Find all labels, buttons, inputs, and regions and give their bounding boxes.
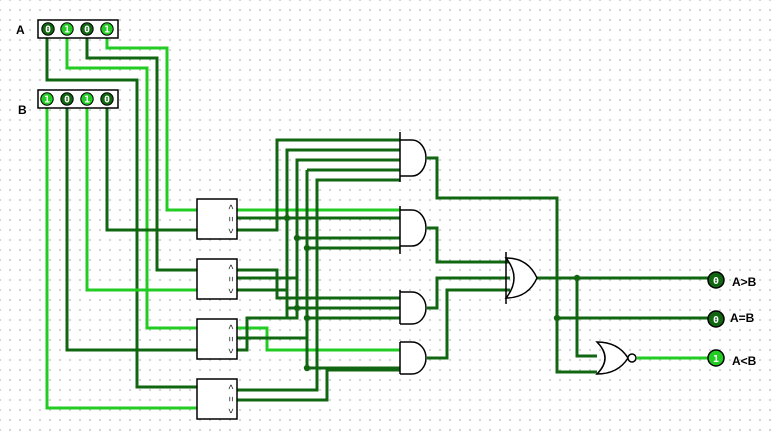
input-a-bit-value: 1 xyxy=(104,25,110,36)
comparator-gt: > xyxy=(226,204,236,209)
comparator-body xyxy=(196,318,238,360)
input-a-bit-2[interactable]: 0 xyxy=(80,22,94,36)
input-b-bit-value: 1 xyxy=(44,95,50,106)
comparator-body xyxy=(196,198,238,240)
input-b-label: B xyxy=(18,103,27,117)
wire-c2-gt xyxy=(237,268,400,300)
comparator-gt: > xyxy=(226,384,236,389)
output-lt-value: 1 xyxy=(713,354,719,365)
input-a-pin xyxy=(100,22,114,36)
input-a-box xyxy=(37,19,119,39)
output-lt-label: A<B xyxy=(732,354,757,368)
comparator-eq: = xyxy=(226,216,236,221)
output-eq-label: A=B xyxy=(730,311,755,325)
comparator-body xyxy=(196,378,238,420)
wire-a0 xyxy=(45,38,197,389)
comparator-lt: < xyxy=(226,288,236,293)
nor-gate-bubble xyxy=(627,353,637,363)
comparator-4[interactable]: < = > xyxy=(196,378,238,420)
junction-dot xyxy=(293,234,301,242)
wire-b1 xyxy=(65,108,197,352)
wire-b0 xyxy=(45,108,197,410)
comparator-lt: < xyxy=(226,348,236,353)
input-b-bit-value: 0 xyxy=(64,95,70,106)
comparator-3[interactable]: < = > xyxy=(196,318,238,360)
output-lt: 1 A<B xyxy=(707,349,757,368)
input-b-bit-0[interactable]: 1 xyxy=(40,92,54,106)
input-a: A 0 1 0 1 xyxy=(16,19,119,39)
wire-a2 xyxy=(85,38,197,272)
wire-and3-out xyxy=(427,276,510,310)
junction-dot xyxy=(283,214,291,222)
input-a-label: A xyxy=(16,23,25,37)
input-b-box xyxy=(37,89,119,109)
comparator-body xyxy=(196,258,238,300)
input-b: B 1 0 1 0 xyxy=(18,89,119,117)
junction-dot xyxy=(553,314,561,322)
input-a-pin xyxy=(41,22,55,36)
input-b-pin xyxy=(40,92,54,106)
or-gate[interactable] xyxy=(504,257,538,299)
output-eq-value: 0 xyxy=(713,315,719,326)
comparator-lt: < xyxy=(226,228,236,233)
junction-dot xyxy=(573,274,581,282)
input-b-bit-1[interactable]: 0 xyxy=(60,92,74,106)
wire-c4-lt xyxy=(237,368,400,402)
comparator-gt: > xyxy=(226,324,236,329)
wire-a3 xyxy=(105,38,197,212)
input-b-bit-2[interactable]: 1 xyxy=(80,92,94,106)
output-gt-label: A>B xyxy=(732,275,757,289)
and-gate-1[interactable] xyxy=(399,132,427,182)
wire-b3 xyxy=(105,108,197,232)
wire-b2 xyxy=(85,108,197,292)
wire-a1 xyxy=(65,38,197,330)
comparator-1[interactable]: < = > xyxy=(196,198,238,240)
wire-or-to-nor xyxy=(575,278,597,358)
output-gt-value: 0 xyxy=(713,276,719,287)
junction-dot xyxy=(303,314,311,322)
comparator-eq: = xyxy=(226,276,236,281)
output-eq: 0 A=B xyxy=(707,310,755,328)
junctions xyxy=(283,214,581,372)
input-b-pin xyxy=(100,92,114,106)
output-led xyxy=(707,271,725,289)
and-gate-2[interactable] xyxy=(399,206,427,254)
wire-c1-lt xyxy=(237,138,400,232)
input-a-bit-value: 1 xyxy=(64,25,70,36)
input-a-bit-value: 0 xyxy=(45,25,51,36)
comparator-gt: > xyxy=(226,264,236,269)
input-b-bit-3[interactable]: 0 xyxy=(100,92,114,106)
junction-dot xyxy=(303,244,311,252)
comparator-eq: = xyxy=(226,336,236,341)
input-a-bit-0[interactable]: 0 xyxy=(41,22,55,36)
and-gate-4[interactable] xyxy=(399,341,427,375)
input-a-bit-value: 0 xyxy=(84,25,90,36)
comparator-lt: < xyxy=(226,408,236,413)
output-gt: 0 A>B xyxy=(707,271,757,289)
input-a-bit-1[interactable]: 1 xyxy=(60,22,74,36)
wire-c4-gt xyxy=(237,178,400,392)
input-a-pin xyxy=(80,22,94,36)
wire-and1-out xyxy=(427,156,597,374)
wire-c3-lt xyxy=(237,158,400,352)
wire-and4-out xyxy=(427,288,510,360)
input-a-bit-3[interactable]: 1 xyxy=(100,22,114,36)
comparator-2[interactable]: < = > xyxy=(196,258,238,300)
output-led xyxy=(707,349,725,367)
junction-dot xyxy=(303,364,311,372)
output-led xyxy=(707,310,725,328)
comparator-eq: = xyxy=(226,396,236,401)
input-b-bit-value: 0 xyxy=(104,95,110,106)
input-b-pin xyxy=(80,92,94,106)
nor-gate[interactable] xyxy=(595,341,629,375)
input-a-pin xyxy=(60,22,74,36)
and-gate-3[interactable] xyxy=(399,290,427,325)
junction-dot xyxy=(293,304,301,312)
input-b-bit-value: 1 xyxy=(84,95,90,106)
wire-and2-out xyxy=(427,226,510,264)
input-b-pin xyxy=(60,92,74,106)
